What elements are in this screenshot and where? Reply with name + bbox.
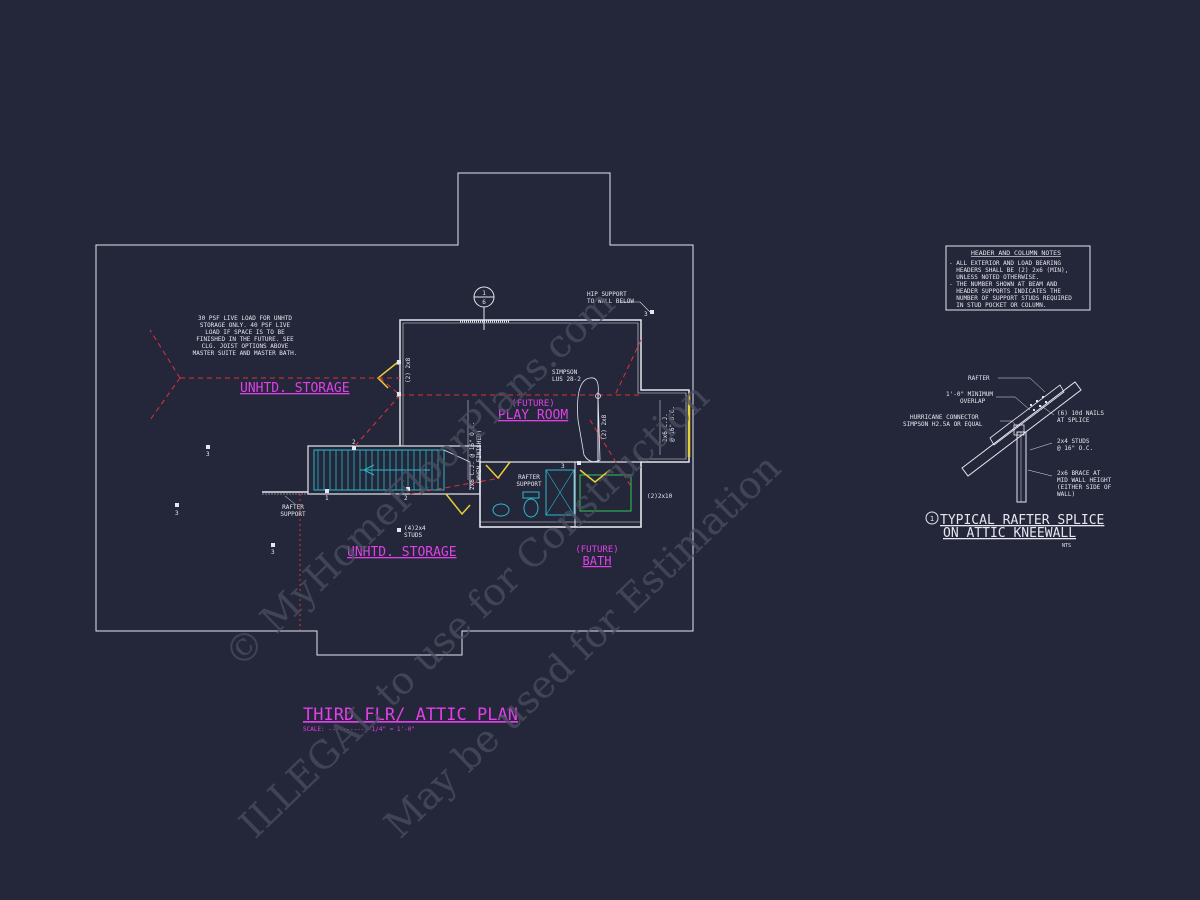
- post-number: 3: [396, 392, 400, 399]
- building-outline: [95, 172, 694, 656]
- storage-top-label: UNHTD. STORAGE: [240, 381, 350, 396]
- detail-label-brace: MID WALL HEIGHT: [1057, 477, 1112, 484]
- floor-plan: 1 6 3 3 3 2 2 1 3 3 3: [95, 172, 694, 656]
- detail-label-brace: (EITHER SIDE OF: [1057, 484, 1112, 491]
- rafter-splice-detail: RAFTER 1'-0" MINIMUM OVERLAP (6) 10d NAI…: [903, 375, 1112, 549]
- detail-number: 1: [930, 515, 934, 523]
- play-room-inner-walls: [402, 322, 687, 460]
- studs-label: STUDS: [404, 532, 422, 539]
- live-load-note: 30 PSF LIVE LOAD FOR UNHTD STORAGE ONLY.…: [193, 315, 298, 357]
- notes-line: UNLESS NOTED OTHERWISE.: [949, 274, 1039, 281]
- notes-line: - THE NUMBER SHOWN AT BEAM AND: [949, 281, 1058, 288]
- detail-label-studs: @ 16" O.C.: [1057, 445, 1093, 452]
- play-room-future-label: (FUTURE): [511, 399, 554, 409]
- detail-label-nails: (6) 10d NAILS: [1057, 410, 1104, 417]
- section-marker-top: 1: [482, 290, 486, 297]
- notes-line: HEADERS SHALL BE (2) 2x6 (MIN),: [949, 267, 1068, 274]
- section-marker: 1 6: [473, 286, 495, 330]
- header-2x10: (2)2x10: [647, 493, 673, 500]
- detail-label-rafter: RAFTER: [968, 375, 990, 382]
- hip-support-number: 3: [644, 311, 648, 318]
- post-number: 2: [352, 439, 356, 446]
- tub: [545, 469, 575, 516]
- ridge-lines: [149, 329, 642, 630]
- posts: [175, 310, 654, 547]
- post-number: 3: [271, 549, 275, 556]
- joist-note: (WHEN FINISHED): [476, 430, 483, 484]
- header-column-notes: HEADER AND COLUMN NOTES - ALL EXTERIOR A…: [945, 245, 1091, 311]
- post-number: 3: [561, 463, 565, 470]
- notes-line: NUMBER OF SUPPORT STUDS REQUIRED: [949, 295, 1072, 302]
- hip-support-label: HIP SUPPORT: [587, 291, 627, 298]
- header-2x6-right: 2x6 C.J.: [662, 413, 669, 442]
- detail-label-brace: 2x6 BRACE AT: [1057, 470, 1101, 477]
- post-number: 1: [325, 495, 329, 502]
- detail-label-overlap: 1'-0" MINIMUM: [946, 391, 993, 398]
- shower: [579, 474, 632, 512]
- simpson-label: SIMPSON: [552, 369, 578, 376]
- plan-title-block: THIRD FLR/ ATTIC PLAN SCALE: -----------…: [303, 705, 518, 733]
- post-number: 3: [396, 360, 400, 367]
- rafter-support-label: SUPPORT: [516, 481, 542, 488]
- section-marker-bottom: 6: [482, 299, 486, 306]
- simpson-beam: [577, 377, 601, 463]
- rafter-support-label: RAFTER: [518, 474, 540, 481]
- notes-line: IN STUD POCKET OR COLUMN.: [949, 302, 1047, 309]
- joist-note: 2x6 C.J. @ 16" O.C.: [469, 421, 476, 490]
- notes-line: - ALL EXTERIOR AND LOAD BEARING: [949, 260, 1061, 267]
- hip-support-label: TO WALL BELOW: [587, 298, 634, 305]
- post-number: 2: [404, 495, 408, 502]
- post-number: 3: [206, 451, 210, 458]
- rafter-support-label: SUPPORT: [280, 511, 306, 518]
- notes-title: HEADER AND COLUMN NOTES: [971, 249, 1061, 257]
- detail-label-hurricane: SIMPSON H2.5A OR EQUAL: [903, 421, 983, 428]
- header-2x8-center: (2) 2x8: [601, 414, 608, 440]
- detail-label-hurricane: HURRICANE CONNECTOR: [910, 414, 979, 421]
- note-line: 30 PSF LIVE LOAD FOR UNHTD: [198, 315, 292, 322]
- play-room-label: PLAY ROOM: [498, 408, 569, 423]
- sink: [492, 503, 510, 517]
- post-numbers: 3 3 3 2 2 1 3 3 3: [175, 360, 565, 556]
- toilet-bowl: [523, 498, 539, 518]
- simpson-label: LUS 28-2: [552, 376, 581, 383]
- watermark: © MyHomeFloorPlans.com ILLEGAL to use fo…: [216, 281, 789, 847]
- plan-title: THIRD FLR/ ATTIC PLAN: [303, 705, 518, 725]
- detail-label-nails: AT SPLICE: [1057, 417, 1090, 424]
- studs-label: (4)2x4: [404, 525, 426, 532]
- note-line: CLG. JOIST OPTIONS ABOVE: [202, 343, 289, 350]
- detail-label-overlap: OVERLAP: [960, 398, 986, 405]
- splice-nails: [1030, 396, 1047, 411]
- note-line: FINISHED IN THE FUTURE. SEE: [196, 336, 294, 343]
- rafter-support-label: RAFTER: [282, 504, 304, 511]
- notes-line: HEADER SUPPORTS INDICATES THE: [949, 288, 1061, 295]
- bath: [479, 461, 642, 528]
- note-line: MASTER SUITE AND MASTER BATH.: [193, 350, 298, 357]
- detail-label-studs: 2x4 STUDS: [1057, 438, 1090, 445]
- plan-scale: SCALE: ------------1/4" = 1'-0": [303, 726, 415, 733]
- note-line: STORAGE ONLY. 40 PSF LIVE: [200, 322, 291, 329]
- storage-bottom-label: UNHTD. STORAGE: [347, 545, 457, 560]
- header-2x8-upper: (2) 2x8: [405, 357, 412, 383]
- detail-label-brace: WALL): [1057, 491, 1075, 498]
- doors: [376, 361, 691, 516]
- header-2x6-right: @ 16" O.C.: [669, 406, 676, 442]
- bath-future-label: (FUTURE): [575, 545, 618, 555]
- note-line: LOAD IF SPACE IS TO BE: [205, 329, 285, 336]
- toilet-tank: [522, 491, 540, 499]
- bath-label: BATH: [583, 554, 612, 568]
- post-number: 3: [175, 510, 179, 517]
- detail-title-line1: TYPICAL RAFTER SPLICE: [940, 513, 1104, 528]
- detail-title-line2: ON ATTIC KNEEWALL: [943, 526, 1076, 541]
- detail-nts: NTS: [1062, 543, 1071, 549]
